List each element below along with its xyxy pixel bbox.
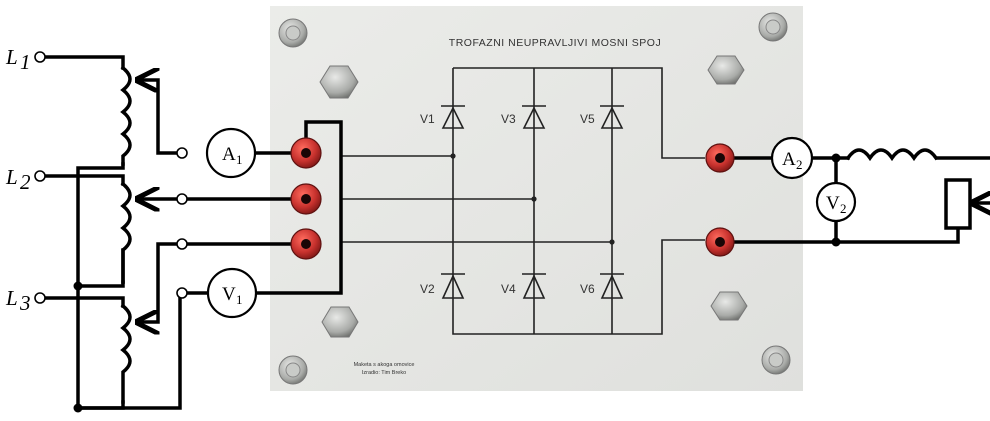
svg-text:L: L (5, 45, 18, 69)
junction-dot (73, 281, 83, 291)
tap-coil-l1 (120, 65, 132, 166)
svg-text:2: 2 (20, 170, 31, 194)
bolt-upper-right (707, 55, 745, 85)
voltmeter-v2-sub: 2 (840, 201, 847, 216)
voltmeter-v2-label: V (826, 193, 840, 214)
ammeter-a2: A 2 (770, 136, 814, 180)
bolt-bottom-left (278, 355, 308, 385)
bolt-top-right (758, 12, 788, 42)
diode-v5-label: V5 (580, 112, 595, 126)
wiper-terminal-3 (176, 238, 188, 250)
voltmeter-v1: V 1 (206, 267, 258, 319)
source-terminal-l3 (34, 292, 46, 304)
ammeter-a2-sub: 2 (796, 157, 803, 172)
svg-text:1: 1 (20, 50, 31, 74)
svg-text:3: 3 (19, 291, 31, 315)
wiper-terminal-2 (176, 193, 188, 205)
svg-text:L: L (5, 286, 18, 310)
svg-text:L: L (5, 165, 18, 189)
panel-caption-line1: Maketa s akoga omovice (354, 362, 415, 368)
diode-v2-label: V2 (420, 282, 435, 296)
phase-label-l2: L 2 (5, 165, 31, 194)
diode-v1: V1 (420, 105, 465, 129)
red-terminal-phase1 (290, 137, 322, 169)
diode-v6-label: V6 (580, 282, 595, 296)
diode-v3-label: V3 (501, 112, 516, 126)
source-terminal-l2 (34, 170, 46, 182)
diode-v5: V5 (580, 105, 624, 129)
diode-v6: V6 (580, 273, 624, 299)
diode-v4-label: V4 (501, 282, 516, 296)
ammeter-a1-sub: 1 (236, 152, 243, 167)
phase-label-l1: L 1 (5, 45, 31, 74)
voltmeter-v1-sub: 1 (236, 292, 243, 307)
tap-coil-l3 (120, 303, 132, 404)
red-terminal-phase3 (290, 228, 322, 260)
wiper-terminal-4 (176, 287, 188, 299)
ammeter-a1-label: A (222, 144, 236, 165)
junction-dot (831, 153, 841, 163)
bolt-lower-right (710, 291, 748, 321)
rectifier-panel: TROFAZNI NEUPRAVLJIVI MOSNI SPOJ Maketa … (270, 6, 803, 391)
wiper-terminal-1 (176, 147, 188, 159)
phase-label-l3: L 3 (5, 286, 31, 315)
junction-dot (73, 403, 83, 413)
bolt-lower-left (321, 306, 359, 338)
bolt-upper-left (319, 65, 359, 99)
red-terminal-dc-plus (705, 143, 735, 173)
ammeter-a2-label: A (782, 149, 796, 170)
red-terminal-phase2 (290, 183, 322, 215)
panel-caption-line2: Izradio: Tim Breko (362, 370, 406, 376)
source-terminal-l1 (34, 51, 46, 63)
panel-title: TROFAZNI NEUPRAVLJIVI MOSNI SPOJ (449, 37, 661, 49)
junction-dot (831, 237, 841, 247)
diode-v4: V4 (501, 273, 546, 299)
bridge-schematic: V1 V3 V5 V2 V4 (340, 67, 705, 335)
ammeter-a1: A 1 (205, 127, 257, 179)
diode-v2: V2 (420, 273, 465, 299)
diode-v1-label: V1 (420, 112, 435, 126)
inductor-coil (845, 148, 939, 162)
red-terminal-dc-minus (705, 227, 735, 257)
bolt-top-left (278, 18, 308, 48)
rheostat (944, 178, 990, 230)
bolt-bottom-right (761, 345, 791, 375)
diode-v3: V3 (501, 105, 546, 129)
voltmeter-v1-label: V (222, 284, 236, 305)
voltmeter-v2: V 2 (815, 181, 857, 223)
tap-coil-l2 (120, 181, 132, 284)
